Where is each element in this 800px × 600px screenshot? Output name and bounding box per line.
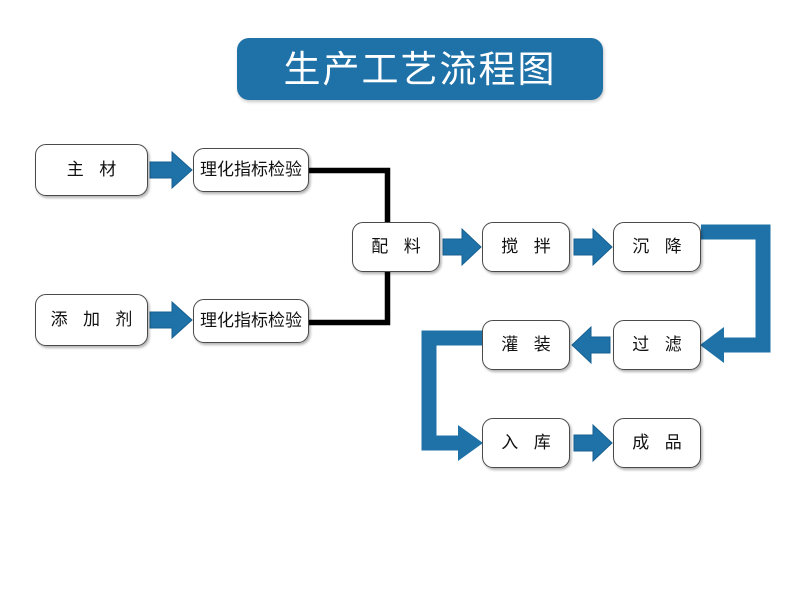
arrow-additive-to-inspection [149,300,193,340]
arrow-batching-to-stirring [442,227,482,267]
node-inspection-top[interactable]: 理化指标检验 [193,148,309,192]
node-inspection-bottom[interactable]: 理化指标检验 [193,299,309,343]
connector-settling-to-filtering [700,224,771,363]
node-settling[interactable]: 沉 降 [613,222,701,272]
node-batching[interactable]: 配 料 [352,222,440,272]
node-finished-product[interactable]: 成 品 [613,418,701,468]
arrow-filtering-to-filling [571,325,611,365]
connector-filling-to-warehousing [421,330,483,461]
node-label: 理化指标检验 [200,310,302,331]
node-stirring[interactable]: 搅 拌 [482,222,570,272]
arrow-stirring-to-settling [573,227,613,267]
node-label: 主 材 [66,159,122,180]
chart-title-banner: 生产工艺流程图 [237,38,603,100]
node-filling[interactable]: 灌 装 [482,320,570,370]
node-label: 灌 装 [501,334,556,355]
node-additive[interactable]: 添 加 剂 [35,294,148,346]
page-title: 生产工艺流程图 [283,47,557,91]
node-label: 配 料 [371,236,426,257]
node-label: 过 滤 [632,334,687,355]
connector-inspection-top-to-batching [309,167,391,224]
arrow-warehousing-to-finished [573,423,613,463]
node-label: 沉 降 [632,236,687,257]
arrow-main-material-to-inspection [149,150,193,190]
node-label: 成 品 [632,432,687,453]
node-filtering[interactable]: 过 滤 [613,320,701,370]
connector-inspection-bottom-to-batching [309,270,391,326]
node-label: 添 加 剂 [50,309,138,330]
node-label: 入 库 [501,432,556,453]
node-label: 理化指标检验 [200,159,302,180]
node-warehousing[interactable]: 入 库 [482,418,570,468]
node-main-material[interactable]: 主 材 [35,144,148,196]
node-label: 搅 拌 [501,236,556,257]
